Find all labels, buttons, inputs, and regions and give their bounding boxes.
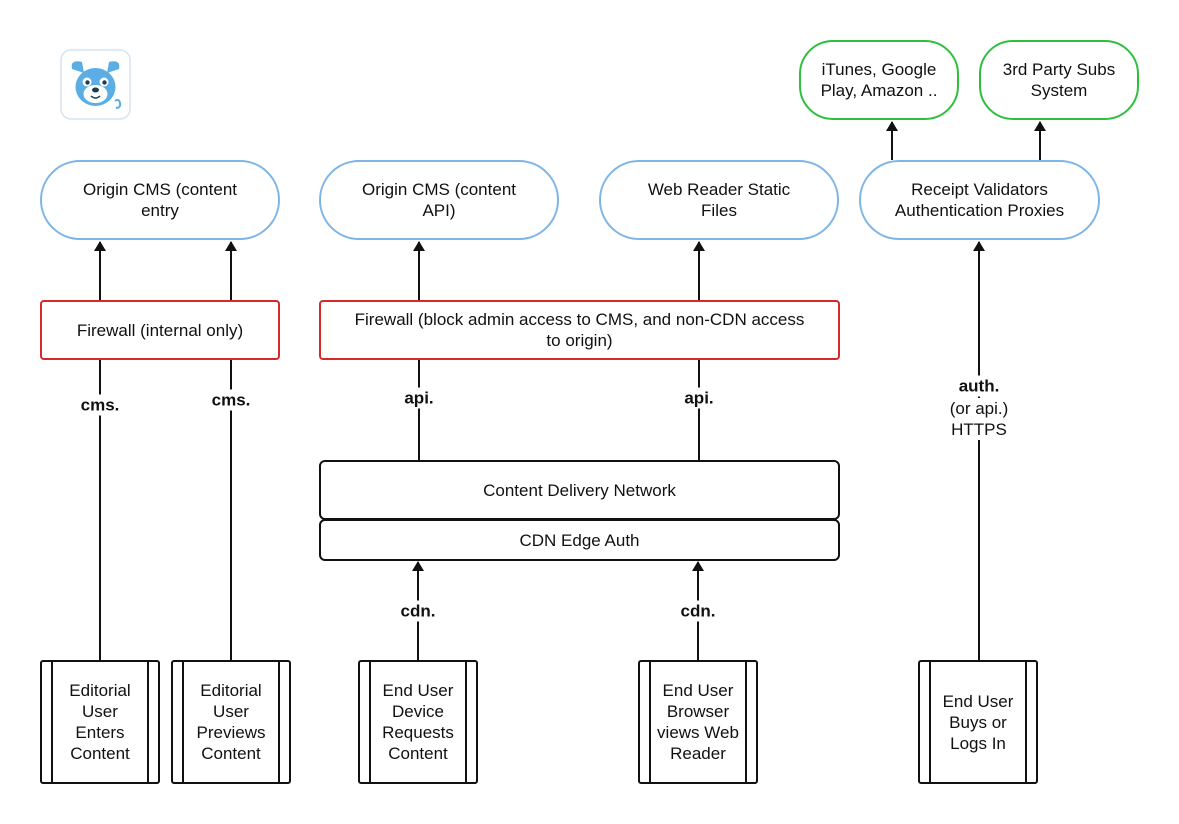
- edge-label-cms-2: cms.: [209, 389, 253, 411]
- actor-buys-logs-in: End User Buys or Logs In: [918, 660, 1038, 784]
- edge-label-cdn-1: cdn.: [398, 600, 438, 622]
- actor-editorial-previews: Editorial User Previews Content: [171, 660, 291, 784]
- firewall-block-node: Firewall (block admin access to CMS, and…: [319, 300, 840, 360]
- edge-label-cms-1: cms.: [78, 394, 122, 416]
- firewall-internal-node: Firewall (internal only): [40, 300, 280, 360]
- edge-label-auth: auth.: [956, 375, 1002, 397]
- cdn-node: Content Delivery Network: [319, 460, 840, 520]
- cdn-edge-auth-node: CDN Edge Auth: [319, 519, 840, 561]
- edge-label-auth-sub: (or api.) HTTPS: [947, 398, 1011, 440]
- origin-cms-api-node: Origin CMS (content API): [319, 160, 559, 240]
- third-party-subs-node: 3rd Party Subs System: [979, 40, 1139, 120]
- itunes-google-amazon-node: iTunes, Google Play, Amazon ..: [799, 40, 959, 120]
- edge-label-cdn-2: cdn.: [678, 600, 718, 622]
- pug-logo-icon: [60, 49, 131, 120]
- actor-editorial-enters: Editorial User Enters Content: [40, 660, 160, 784]
- receipt-validators-node: Receipt Validators Authentication Proxie…: [859, 160, 1100, 240]
- actor-device-requests: End User Device Requests Content: [358, 660, 478, 784]
- edge-label-api-1: api.: [402, 387, 436, 409]
- edge-label-api-2: api.: [682, 387, 716, 409]
- web-reader-static-node: Web Reader Static Files: [599, 160, 839, 240]
- origin-cms-entry-node: Origin CMS (content entry: [40, 160, 280, 240]
- actor-browser-views: End User Browser views Web Reader: [638, 660, 758, 784]
